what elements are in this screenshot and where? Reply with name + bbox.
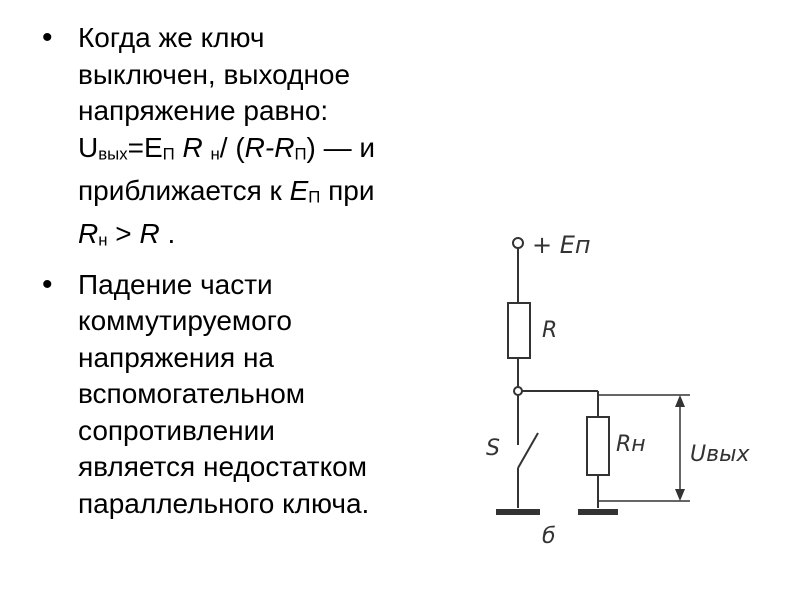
text-line: выключен, выходное <box>78 58 351 90</box>
rn-label: Rн <box>616 432 646 457</box>
uout-arrow-head-top <box>675 395 685 407</box>
formula-u-sub: вых <box>98 144 128 164</box>
circuit-diagram: + Eп R Rн S Uвых б <box>486 231 750 549</box>
resistor-r <box>507 302 531 359</box>
text-line: параллельного ключа. <box>78 487 370 519</box>
formula-eq: =E <box>127 131 163 163</box>
formula-r1-sub: н <box>210 144 220 164</box>
bullet-item-2: • Падение части коммутируемого напряжени… <box>42 267 442 523</box>
line5-post: при <box>320 174 375 206</box>
bullet-item-1: • Когда же ключ выключен, выходное напря… <box>42 20 442 259</box>
text-line: приближается к EП при <box>78 173 442 216</box>
formula-slash: / ( <box>219 131 245 163</box>
text-line: Падение части <box>78 268 273 300</box>
line5-e-sub: П <box>308 187 321 207</box>
text-column: • Когда же ключ выключен, выходное напря… <box>42 20 442 530</box>
line6-r-sub: н <box>98 230 108 250</box>
text-line: напряжения на <box>78 341 274 373</box>
formula-u: U <box>78 131 99 163</box>
formula-e-sub: П <box>162 144 175 164</box>
text-line: является недостатком <box>78 451 367 483</box>
formula-close: ) — и <box>306 131 376 163</box>
supply-label: + Eп <box>532 231 591 259</box>
formula-r1: R <box>182 131 203 163</box>
uout-label: Uвых <box>690 442 750 467</box>
supply-terminal <box>512 237 524 249</box>
bullet-marker: • <box>42 21 53 54</box>
r-label: R <box>542 318 557 343</box>
formula-r2-sub: П <box>294 144 307 164</box>
resistor-rn <box>586 416 610 476</box>
line6-r2: R <box>139 217 160 249</box>
text-line: сопротивлении <box>78 414 275 446</box>
line6-r: R <box>78 217 99 249</box>
switch-s <box>517 432 539 469</box>
line5-e: E <box>289 174 309 206</box>
text-line: Rн > R . <box>78 216 442 259</box>
formula-line: Uвых=EП R н/ (R-RП) — и <box>78 130 442 173</box>
switch-label: S <box>486 436 500 461</box>
line6-end: . <box>159 217 176 249</box>
text-line: напряжение равно: <box>78 95 329 126</box>
line5-pre: приближается к <box>78 174 290 206</box>
text-line: Когда же ключ <box>78 22 265 53</box>
text-line: коммутируемого <box>78 305 292 337</box>
uout-arrow-head-bottom <box>675 489 685 501</box>
junction-node <box>513 386 523 396</box>
formula-r2: R-R <box>244 131 295 163</box>
ground-label: б <box>542 524 556 549</box>
line6-mid: > <box>107 217 140 249</box>
bullet-marker: • <box>42 267 53 301</box>
text-line: вспомогательном <box>78 378 306 410</box>
